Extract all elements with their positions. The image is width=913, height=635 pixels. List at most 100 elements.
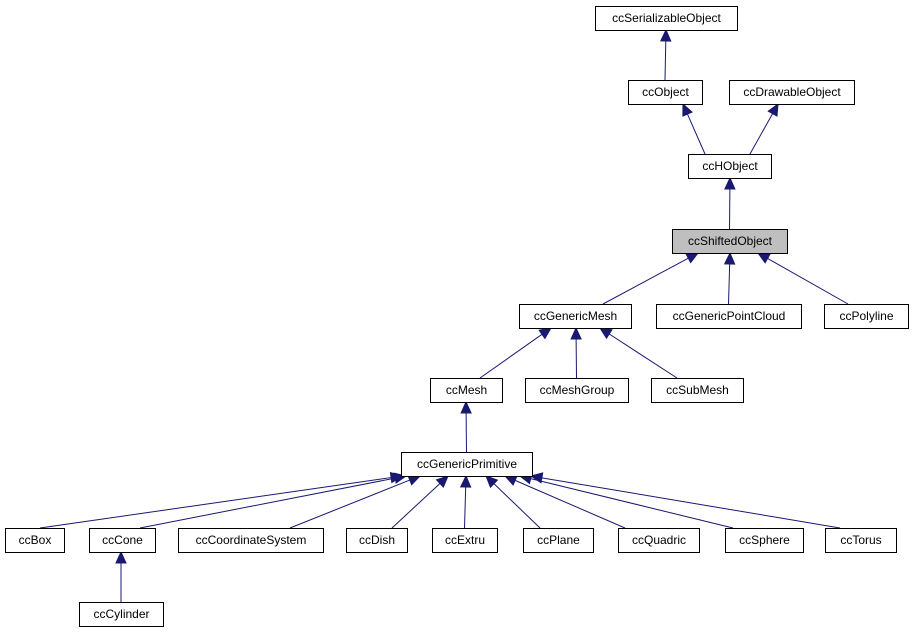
inheritance-arrowhead <box>460 400 472 414</box>
class-node-ccMeshGroup[interactable]: ccMeshGroup <box>525 378 629 403</box>
class-node-ccObject[interactable]: ccObject <box>628 80 703 105</box>
class-node-box <box>430 378 503 403</box>
class-node-label: ccSerializableObject <box>612 11 721 25</box>
class-node-ccQuadric[interactable]: ccQuadric <box>618 528 700 553</box>
class-node-box <box>178 528 324 553</box>
class-node-ccCylinder[interactable]: ccCylinder <box>79 602 164 627</box>
edge-line <box>530 478 734 529</box>
class-node-ccSubMesh[interactable]: ccSubMesh <box>651 378 744 403</box>
class-node-box <box>401 452 533 477</box>
edge-ccQuadric-to-ccGenericPrimitive <box>503 475 626 529</box>
class-node-label: ccCoordinateSystem <box>196 533 307 547</box>
class-node-label: ccShiftedObject <box>688 234 773 248</box>
class-node-ccGenericMesh[interactable]: ccGenericMesh <box>519 304 632 329</box>
class-node-ccDish[interactable]: ccDish <box>346 528 408 553</box>
class-node-label: ccCylinder <box>93 607 149 621</box>
edge-ccCylinder-to-ccCone <box>115 550 127 602</box>
edge-line <box>728 263 731 305</box>
edge-line <box>493 483 541 529</box>
inheritance-arrowhead <box>503 475 518 486</box>
class-node-box <box>519 304 632 329</box>
class-node-label: ccSphere <box>739 533 790 547</box>
edge-ccDish-to-ccGenericPrimitive <box>391 475 449 529</box>
class-node-ccSerializableObject[interactable]: ccSerializableObject <box>595 6 738 31</box>
inheritance-arrowhead <box>538 327 552 340</box>
class-node-label: ccGenericPrimitive <box>417 457 517 471</box>
edge-ccHObject-to-ccDrawableObject <box>749 102 779 155</box>
class-node-label: ccObject <box>642 85 689 99</box>
class-node-label: ccGenericPointCloud <box>673 309 786 323</box>
class-node-box <box>432 528 498 553</box>
inheritance-arrowhead <box>459 474 472 488</box>
class-node-box <box>729 80 855 105</box>
class-node-ccCoordinateSystem[interactable]: ccCoordinateSystem <box>178 528 324 553</box>
inheritance-arrowhead <box>598 327 613 340</box>
class-node-label: ccQuadric <box>632 533 686 547</box>
class-node-ccExtru[interactable]: ccExtru <box>432 528 498 553</box>
edge-line <box>514 479 626 529</box>
edge-ccCoordinateSystem-to-ccGenericPrimitive <box>289 474 422 529</box>
edge-line <box>608 333 678 379</box>
edge-ccObject-to-ccSerializableObject <box>659 28 672 81</box>
edge-ccMeshGroup-to-ccGenericMesh <box>570 326 582 379</box>
edge-ccPlane-to-ccGenericPrimitive <box>485 475 541 529</box>
edge-line <box>289 479 410 529</box>
class-node-box <box>346 528 408 553</box>
class-node-ccMesh[interactable]: ccMesh <box>430 378 503 403</box>
class-node-box <box>725 528 804 553</box>
class-node-ccDrawableObject[interactable]: ccDrawableObject <box>729 80 855 105</box>
edge-line <box>749 113 774 155</box>
class-node-ccShiftedObject[interactable]: ccShiftedObject <box>672 229 788 254</box>
class-node-ccCone[interactable]: ccCone <box>89 528 156 553</box>
edge-ccExtru-to-ccGenericPrimitive <box>459 474 472 529</box>
class-node-box <box>618 528 700 553</box>
edge-ccSubMesh-to-ccGenericMesh <box>598 327 678 379</box>
class-node-box <box>825 528 897 553</box>
class-node-label: ccDish <box>359 533 395 547</box>
edge-ccHObject-to-ccObject <box>682 102 706 155</box>
inheritance-arrowhead <box>570 326 582 340</box>
edge-ccBox-to-ccGenericPrimitive <box>39 471 404 529</box>
class-node-ccPolyline[interactable]: ccPolyline <box>824 304 909 329</box>
edge-ccGenericMesh-to-ccShiftedObject <box>602 252 700 305</box>
class-node-label: ccMesh <box>446 383 487 397</box>
edge-line <box>139 477 396 529</box>
class-node-ccTorus[interactable]: ccTorus <box>825 528 897 553</box>
class-node-ccHObject[interactable]: ccHObject <box>688 154 772 179</box>
class-node-box <box>824 304 909 329</box>
class-node-label: ccPolyline <box>839 309 893 323</box>
edge-ccSphere-to-ccGenericPrimitive <box>518 473 734 529</box>
inheritance-arrowhead <box>685 252 700 264</box>
edge-ccGenericPointCloud-to-ccShiftedObject <box>723 251 736 305</box>
class-node-label: ccSubMesh <box>666 383 729 397</box>
edge-ccGenericPrimitive-to-ccMesh <box>460 400 472 453</box>
class-node-ccGenericPointCloud[interactable]: ccGenericPointCloud <box>656 304 802 329</box>
edge-ccShiftedObject-to-ccHObject <box>724 176 736 230</box>
class-node-box <box>79 602 164 627</box>
inheritance-arrowhead <box>659 28 672 42</box>
edge-line <box>664 40 667 81</box>
class-node-ccPlane[interactable]: ccPlane <box>523 528 594 553</box>
edge-line <box>541 477 841 529</box>
class-node-box <box>525 378 629 403</box>
class-node-ccBox[interactable]: ccBox <box>5 528 65 553</box>
class-node-label: ccGenericMesh <box>534 309 617 323</box>
class-node-label: ccBox <box>19 533 52 547</box>
class-node-ccGenericPrimitive[interactable]: ccGenericPrimitive <box>401 452 533 477</box>
inheritance-arrowhead <box>529 472 544 484</box>
class-node-ccSphere[interactable]: ccSphere <box>725 528 804 553</box>
inheritance-arrowhead <box>756 252 771 264</box>
edge-ccMesh-to-ccGenericMesh <box>479 327 552 379</box>
edge-line <box>391 483 441 529</box>
inheritance-arrowhead <box>115 550 127 564</box>
edge-ccPolyline-to-ccShiftedObject <box>756 252 849 305</box>
edge-line <box>602 257 689 305</box>
edge-line <box>686 113 706 155</box>
class-node-box <box>89 528 156 553</box>
class-node-label: ccDrawableObject <box>743 85 841 99</box>
nodes-layer: ccSerializableObject ccObject ccDrawableOb… <box>5 6 909 627</box>
inheritance-arrowhead <box>723 251 736 265</box>
inheritance-arrowhead <box>435 475 449 489</box>
class-node-box <box>651 378 744 403</box>
